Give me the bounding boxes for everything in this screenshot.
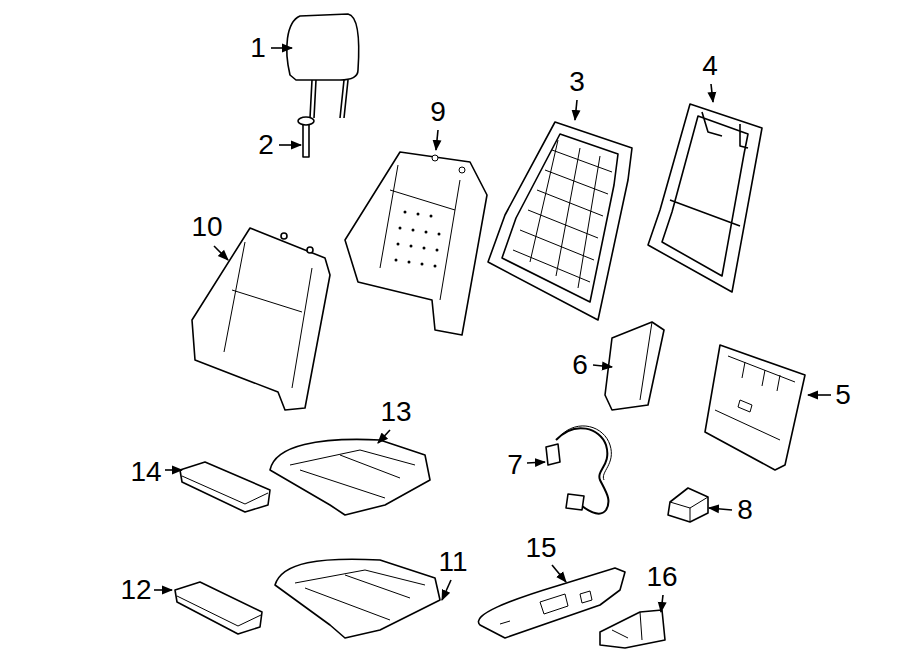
lumbar-panel-detail	[715, 356, 795, 440]
callout-number: 11	[438, 548, 467, 576]
switch-edge	[670, 497, 708, 522]
callout-number: 9	[430, 98, 446, 126]
leader-arrow	[527, 462, 545, 463]
callout-number: 2	[258, 131, 274, 159]
seat-back-cover-seam	[224, 242, 312, 388]
side-trim-edge	[640, 322, 652, 400]
thigh-pad-edge	[177, 596, 261, 626]
corner-trim	[600, 610, 665, 648]
headrest-guide-cap	[298, 117, 314, 125]
leader-arrow	[165, 469, 182, 471]
side-trim	[605, 322, 664, 410]
leader-arrow	[552, 565, 566, 582]
headrest-guide	[303, 122, 309, 157]
headrest-hole	[281, 233, 287, 239]
perforation-dots	[395, 155, 466, 268]
leader-arrow	[214, 246, 228, 260]
headrest-hole	[307, 247, 313, 253]
side-shield	[478, 568, 625, 638]
connector	[566, 494, 584, 510]
callout-number: 16	[646, 563, 677, 591]
leader-arrow	[711, 84, 713, 102]
callout-number: 3	[569, 68, 585, 96]
leader-arrow	[575, 100, 577, 120]
side-shield-detail	[500, 591, 592, 624]
lumbar-panel	[705, 345, 805, 470]
seat-back-cover-plain	[192, 228, 330, 410]
callout-number: 13	[380, 398, 411, 426]
back-panel-inner	[662, 112, 748, 276]
seat-back-grid	[513, 140, 612, 288]
headrest-post	[310, 80, 348, 118]
thigh-pad	[180, 462, 270, 512]
leader-arrow	[279, 144, 301, 146]
seat-cushion-pad	[275, 559, 440, 638]
callout-number: 15	[525, 534, 556, 562]
leader-arrow	[271, 47, 292, 49]
callout-number: 14	[130, 458, 161, 486]
callout-number: 7	[507, 451, 523, 479]
switch	[668, 488, 708, 522]
cushion-seam	[295, 570, 425, 620]
leader-arrow	[436, 130, 438, 150]
callout-number: 5	[835, 381, 851, 409]
leader-arrow	[808, 394, 831, 396]
connector	[546, 444, 560, 465]
leader-arrow	[661, 595, 663, 612]
callout-number: 6	[572, 351, 588, 379]
leader-arrow	[442, 580, 451, 600]
seat-back-frame	[488, 122, 632, 320]
wire-harness	[556, 428, 608, 514]
seat-cushion-cover	[270, 439, 430, 515]
back-panel	[648, 104, 762, 292]
callout-number: 1	[250, 34, 266, 62]
leader-arrow	[378, 430, 390, 443]
leader-arrow	[709, 508, 732, 510]
callout-number: 12	[120, 576, 151, 604]
cushion-seam	[290, 450, 415, 498]
leader-arrow	[593, 365, 612, 367]
wire-harness	[560, 426, 611, 480]
seat-back-frame-inner	[502, 134, 618, 302]
callout-number: 4	[702, 52, 718, 80]
thigh-pad-edge	[182, 476, 268, 504]
seat-back-cover	[345, 152, 487, 335]
headrest	[287, 14, 359, 80]
leader-arrow	[154, 589, 172, 591]
corner-trim-edge	[612, 612, 642, 640]
callout-number: 8	[737, 496, 753, 524]
callout-number: 10	[191, 213, 222, 241]
seat-back-cover-seam	[380, 165, 460, 300]
thigh-pad	[175, 582, 262, 634]
